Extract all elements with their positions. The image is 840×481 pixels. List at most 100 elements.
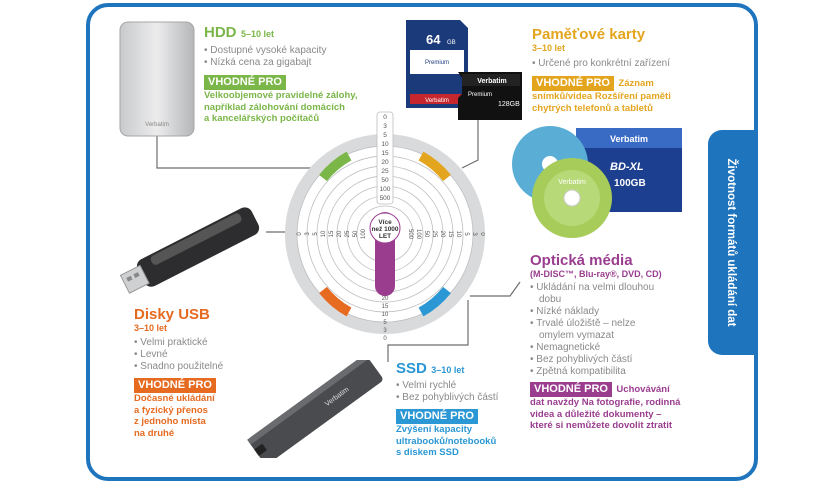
scale-right-labels: 500 100 50 25 20 15 10 5 3 0 [407,229,485,240]
ssd-block: SSD 3–10 let Velmi rychlé Bez pohyblivýc… [396,360,536,459]
hdd-use: Velkoobjemové pravidelné zálohy, napříkl… [204,90,394,125]
hdd-use-line: Velkoobjemové pravidelné zálohy, [204,90,358,101]
hdd-arc [319,151,352,182]
cards-use: snímků/videa Rozšíření paměti chytrých t… [532,91,707,114]
scale-tick-label: 20 [381,159,389,166]
optical-title: Optická média [530,252,633,269]
scale-tick-label: 10 [382,312,389,318]
usb-years: 3–10 let [134,323,168,333]
usb-use-line: z jednoho místa [134,416,206,427]
usb-vhodne-badge: VHODNÉ PRO [134,378,216,393]
scale-tick-label: 20 [337,230,343,237]
scale-tick-label: 5 [383,132,387,139]
cards-block: Paměťové karty 3–10 let Určené pro konkr… [532,26,707,114]
scale-tick-label: 15 [382,304,389,310]
svg-text:Verbatim: Verbatim [610,134,648,144]
scale-tick-label: 50 [353,230,359,237]
usb-bullet: Velmi praktické [134,337,294,349]
usb-arc [319,286,352,317]
scale-tick-label: 20 [382,296,389,302]
optical-formats: (M-DISC™, Blu-ray®, DVD, CD) [530,269,662,279]
hdd-bullet: Nízká cena za gigabajt [204,57,394,69]
scale-tick-label: 10 [321,230,327,237]
cards-use-line: snímků/videa Rozšíření paměti [532,91,671,102]
center-circle [369,212,401,244]
svg-text:Verbatim: Verbatim [558,179,586,186]
center-line3: LET [379,233,391,240]
scale-tick-label: 0 [479,232,485,236]
svg-text:GB: GB [447,40,456,46]
memory-cards-image: 64 GB Premium Verbatim Verbatim Premium … [406,20,522,120]
hdd-use-line: a kancelářských počítačů [204,113,320,124]
usb-bullet: Levné [134,349,294,361]
optical-bullet: Nemagnetické [530,342,710,354]
scale-tick-label: 100 [380,186,391,193]
scale-tick-label: 0 [383,336,387,342]
scale-tick-label: 3 [305,232,311,236]
optical-bullet: Bez pohyblivých částí [530,354,710,366]
optical-use-line: dat navždy Na fotografie, rodinná [530,397,681,408]
cards-use-inline: Záznam [618,78,654,89]
scale-tick-label: 3 [383,123,387,130]
scale-tick-label: 15 [381,150,389,157]
optical-use-line: videa a důležité dokumenty – [530,408,662,420]
microsd-card-image: Verbatim Premium 128GB [458,72,522,120]
optical-bullet: Trvalé úložiště – nelze [530,318,710,330]
optical-use-line: které si nemůžete dovolit ztratit [530,420,673,431]
hdd-years: 5–10 let [240,29,274,39]
ssd-bullet: Bez pohyblivých částí [396,392,536,404]
scale-tick-label: 15 [447,231,453,238]
hdd-vhodne-badge: VHODNÉ PRO [204,75,286,90]
usb-stick-image [119,207,260,294]
hdd-bullets: Dostupné vysoké kapacity Nízká cena za g… [204,45,394,69]
scale-tick-label: 10 [455,231,461,238]
hdd-title: HDD [204,24,237,41]
ssd-years: 3–10 let [431,365,465,375]
ssd-arc [418,286,451,317]
sd-card-image: 64 GB Premium Verbatim [406,20,468,108]
scale-tick-label: 25 [381,168,389,175]
svg-text:100GB: 100GB [614,178,646,189]
svg-text:Premium: Premium [425,60,449,66]
svg-text:BD-XL: BD-XL [610,161,644,173]
center-line1: Více [378,219,392,226]
scale-bar-top [376,111,394,205]
usb-use-line: na druhé [134,427,175,439]
scale-tick-label: 100 [415,229,421,240]
side-tab: Životnost formátů ukládání dat [708,130,754,355]
svg-text:Verbatim: Verbatim [145,122,169,128]
cards-vhodne-badge: VHODNÉ PRO [532,76,614,91]
svg-text:Verbatim: Verbatim [425,98,449,104]
usb-use: Dočasné ukládání a fyzický přenos z jedn… [134,393,294,439]
svg-text:Premium: Premium [468,92,492,98]
usb-block: Disky USB 3–10 let Velmi praktické Levné… [134,306,294,439]
hdd-bullet: Dostupné vysoké kapacity [204,45,394,57]
usb-use-line: a fyzický přenos [134,404,208,416]
hdd-image: Verbatim [119,21,195,137]
optical-vhodne-badge: VHODNÉ PRO [530,382,612,397]
optical-bullet: Nízké náklady [530,306,710,318]
scale-tick-label: 50 [381,177,389,184]
scale-tick-label: 0 [383,114,387,121]
scale-tick-label: 0 [297,232,303,236]
ssd-bullets: Velmi rychlé Bez pohyblivých částí [396,380,536,404]
scale-tick-label: 100 [361,228,367,239]
cards-years: 3–10 let [532,43,566,53]
center-label: Více než 1000 LET [371,219,398,240]
svg-text:64: 64 [426,32,441,47]
ssd-bullet: Velmi rychlé [396,380,536,392]
optical-bullet: Ukládání na velmi dlouhou [530,282,710,294]
hdd-use-line: například zálohování domácích [204,101,345,113]
scale-tick-label: 25 [431,231,437,238]
cards-arc [418,151,451,182]
scale-tick-label: 25 [345,230,351,237]
optical-bullets: Ukládání na velmi dlouhou dobu Nízké nák… [530,282,710,378]
scale-tick-label: 15 [329,230,335,237]
scale-tick-label: 500 [407,229,413,240]
ssd-vhodne-badge: VHODNÉ PRO [396,409,478,424]
scale-tick-label: 500 [380,195,391,202]
scale-tick-label: 5 [383,320,387,326]
optical-use-inline: Uchovávání [616,384,670,395]
ssd-title: SSD [396,360,427,377]
ssd-use: Zvýšení kapacity ultrabooků/notebooků s … [396,424,536,459]
